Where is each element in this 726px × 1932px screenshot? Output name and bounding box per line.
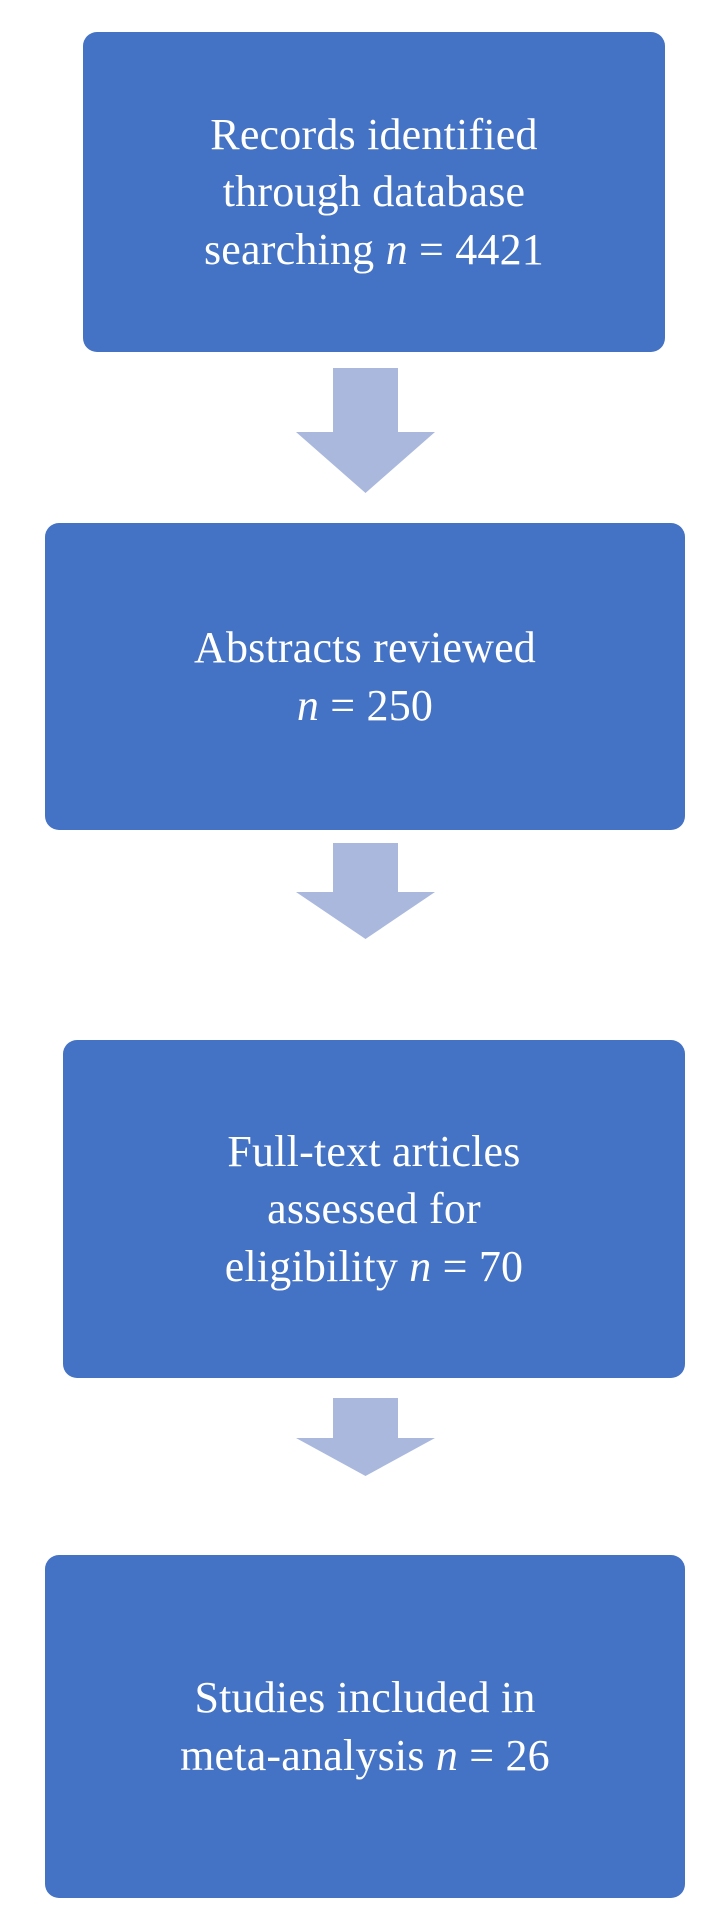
down-arrow-icon-records-to-abstracts — [296, 368, 435, 493]
down-arrow-icon-fulltext-to-included — [296, 1398, 435, 1476]
down-arrow-icon-abstracts-to-fulltext — [296, 843, 435, 939]
down-arrow-shape — [296, 1398, 435, 1476]
down-arrow-shape — [296, 368, 435, 493]
down-arrow-shape — [296, 843, 435, 939]
